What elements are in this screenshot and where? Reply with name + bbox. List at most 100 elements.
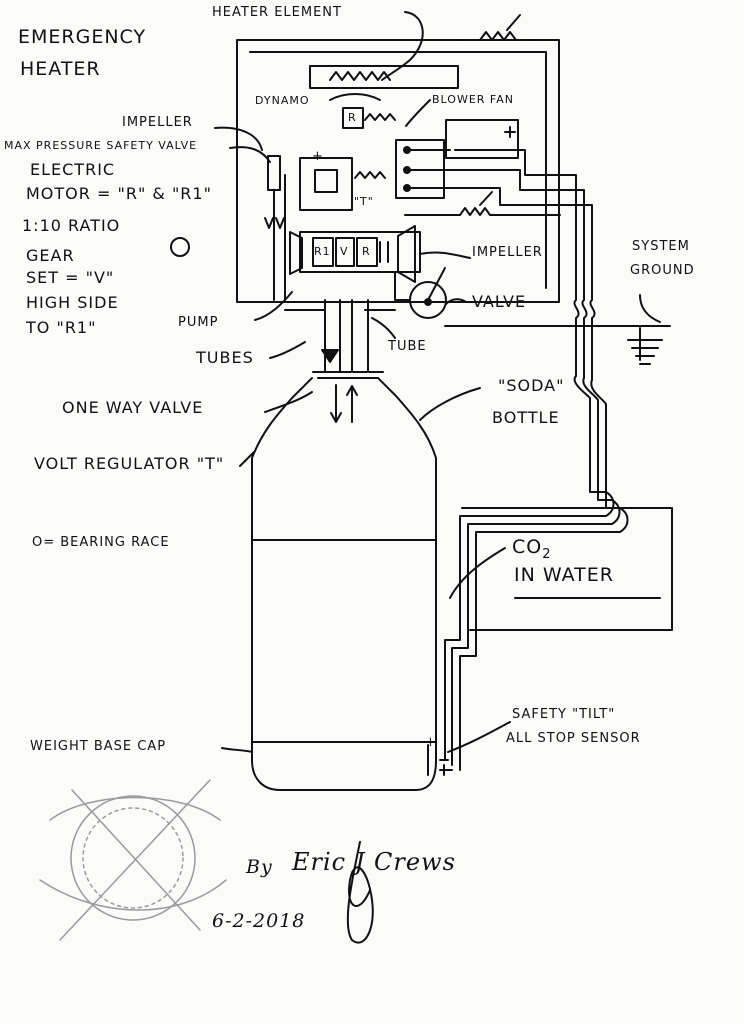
wire-bundle-2 bbox=[559, 189, 613, 501]
battery-plus bbox=[504, 126, 516, 138]
lower-resistor-arrow bbox=[479, 191, 493, 206]
motor-gear-box bbox=[299, 231, 421, 273]
heater-element-coil bbox=[329, 71, 391, 81]
up-arrow bbox=[346, 385, 358, 423]
blower-fan-leader bbox=[405, 99, 431, 127]
safety-tilt-label-1: SAFETY "TILT" bbox=[512, 707, 616, 722]
one-way-valve-mark bbox=[321, 349, 339, 363]
co2-label-line-1: CO2 bbox=[512, 538, 552, 561]
one-way-leader bbox=[264, 391, 313, 413]
regulator-leader bbox=[239, 451, 255, 467]
neck-tubes bbox=[324, 299, 369, 373]
heater-element-box bbox=[309, 65, 459, 89]
system-ground-label-1: SYSTEM bbox=[632, 239, 690, 254]
fan-blade bbox=[329, 93, 381, 101]
motor-r-mark: R bbox=[362, 245, 371, 258]
top-resistor-arrow bbox=[506, 14, 521, 31]
bearing-races bbox=[379, 241, 389, 263]
battery-cell bbox=[445, 119, 519, 159]
gear-note-line-2: GEAR bbox=[26, 246, 75, 265]
pump-leader bbox=[254, 291, 293, 321]
down-arrow bbox=[330, 384, 342, 423]
tube-label: TUBE bbox=[388, 339, 427, 354]
junction-3 bbox=[403, 184, 411, 192]
impeller-right-label: IMPELLER bbox=[472, 245, 543, 260]
dynamo-core bbox=[314, 169, 338, 193]
weight-base-leader bbox=[221, 747, 253, 753]
bearing-race-label: O= BEARING RACE bbox=[32, 535, 170, 550]
motor-r1-mark: R1 bbox=[314, 245, 331, 258]
ground-leader bbox=[639, 294, 661, 323]
sensor-plus-mark: + bbox=[425, 735, 437, 750]
wire-down-2 bbox=[451, 499, 621, 766]
co2-box bbox=[461, 507, 673, 631]
gear-note-line-3: SET = "V" bbox=[26, 268, 115, 287]
signature-flourish bbox=[346, 841, 374, 944]
co2-text: CO bbox=[512, 536, 543, 558]
gear-note-line-4: HIGH SIDE bbox=[26, 293, 119, 312]
housing-inner-wire bbox=[249, 51, 547, 289]
valve-feed bbox=[394, 271, 411, 301]
system-ground-label-2: GROUND bbox=[630, 263, 695, 278]
dynamo-label: DYNAMO bbox=[255, 94, 310, 107]
soda-bottle-label-1: "SODA" bbox=[498, 376, 565, 395]
top-resistor bbox=[459, 31, 536, 41]
gear-note-line-5: TO "R1" bbox=[26, 318, 97, 337]
motor-note-line-2: MOTOR = "R" & "R1" bbox=[26, 184, 212, 203]
blower-fan-label: BLOWER FAN bbox=[432, 93, 514, 106]
tubes-label: TUBES bbox=[196, 348, 254, 367]
impeller-top-leader bbox=[214, 126, 263, 151]
dynamo-box bbox=[299, 157, 353, 211]
regulator-t-mark: "T" bbox=[354, 195, 374, 208]
tilt-sensor-contacts bbox=[439, 759, 453, 776]
left-impeller bbox=[289, 231, 303, 275]
tube-arrows bbox=[264, 217, 285, 229]
ground-symbol bbox=[627, 339, 663, 365]
volt-regulator-label: VOLT REGULATOR "T" bbox=[34, 454, 225, 473]
wire-right-1 bbox=[454, 149, 561, 176]
lower-resistor-wire bbox=[404, 207, 561, 216]
junction-1 bbox=[403, 146, 411, 154]
wire-bundle-3 bbox=[559, 204, 621, 509]
fan-r-mark: R bbox=[348, 111, 357, 124]
tilt-leader bbox=[447, 721, 511, 753]
title-line-2: HEATER bbox=[20, 58, 101, 80]
valve-label: VALVE bbox=[472, 292, 527, 311]
motor-note-line-1: ELECTRIC bbox=[30, 160, 116, 179]
soda-bottle-leader bbox=[419, 387, 481, 421]
co2-subscript: 2 bbox=[542, 546, 552, 562]
stamp-seal bbox=[39, 779, 227, 941]
motor-r bbox=[356, 237, 378, 267]
bearing-race-legend-circle bbox=[170, 237, 190, 257]
impeller-leader bbox=[419, 251, 471, 259]
one-way-valve-label: ONE WAY VALVE bbox=[62, 398, 204, 417]
heater-element-label: HEATER ELEMENT bbox=[212, 5, 342, 20]
gear-note-line-1: 1:10 RATIO bbox=[22, 216, 121, 235]
soda-bottle-label-2: BOTTLE bbox=[492, 408, 560, 427]
weight-base-cap-label: WEIGHT BASE CAP bbox=[30, 739, 167, 754]
fan-r-box bbox=[342, 107, 364, 129]
gear-v-mark: V bbox=[340, 245, 349, 258]
wire-down-1 bbox=[444, 491, 615, 761]
tubes-leader bbox=[269, 341, 306, 359]
soda-bottle bbox=[251, 377, 437, 791]
safety-tilt-label-2: ALL STOP SENSOR bbox=[506, 731, 641, 746]
wire-right-3 bbox=[454, 187, 561, 206]
housing-box bbox=[236, 39, 560, 303]
wire-right-2 bbox=[454, 169, 561, 191]
heater-element-leader bbox=[381, 11, 424, 81]
signature-by: By bbox=[246, 856, 273, 878]
regulator-wires bbox=[404, 149, 456, 189]
junction-2 bbox=[403, 166, 411, 174]
co2-label-line-2: IN WATER bbox=[514, 564, 614, 586]
inner-tubes bbox=[339, 299, 353, 373]
max-pressure-valve-label: MAX PRESSURE SAFETY VALVE bbox=[4, 139, 198, 152]
signature-date: 6-2-2018 bbox=[212, 910, 306, 932]
plus-mark: + bbox=[312, 149, 324, 164]
wire-bundle-1 bbox=[559, 174, 607, 493]
pump-label: PUMP bbox=[178, 315, 219, 330]
title-line-1: EMERGENCY bbox=[18, 26, 147, 48]
impeller-top-label: IMPELLER bbox=[122, 115, 193, 130]
